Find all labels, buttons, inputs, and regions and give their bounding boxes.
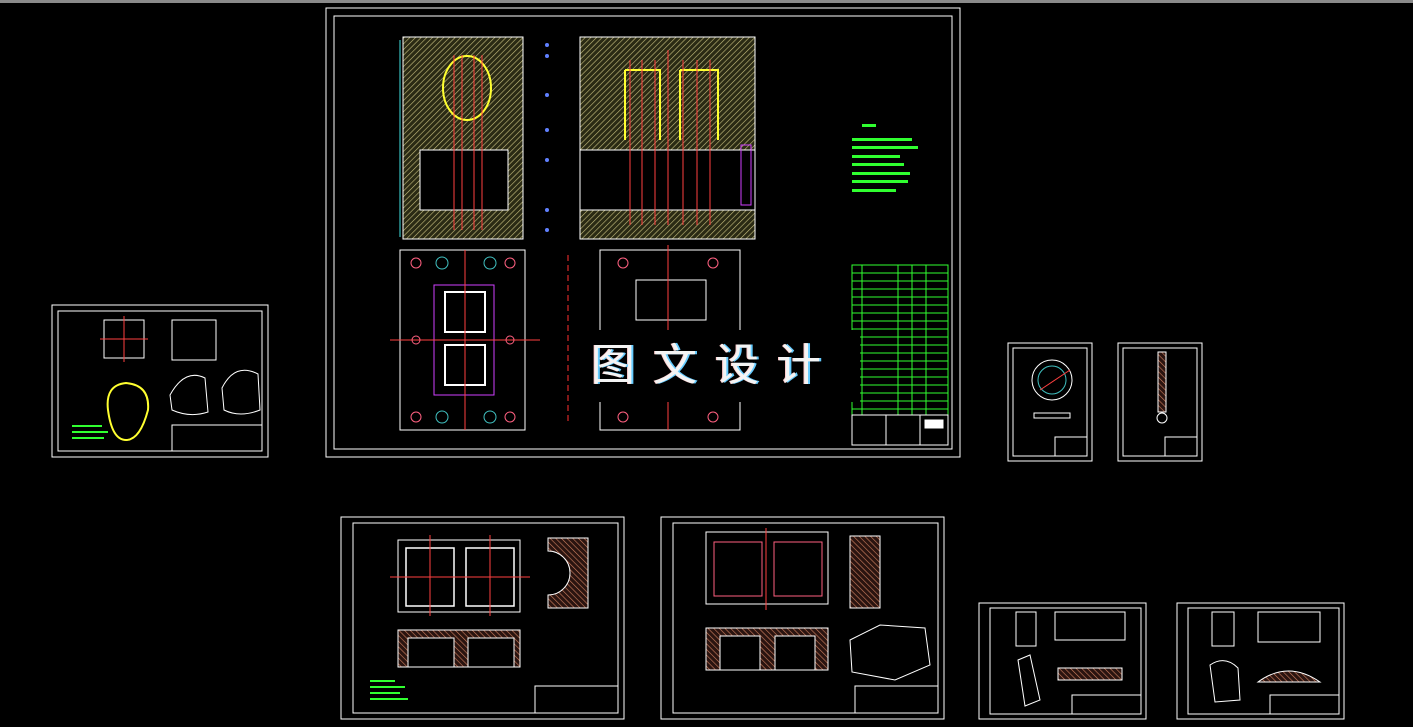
sheet-slider-part-2[interactable] (1176, 602, 1345, 720)
sheet-part-drawing-1[interactable] (51, 304, 269, 458)
sheet-core-plate[interactable] (660, 516, 945, 720)
sheet-part-drawing-3[interactable] (1117, 342, 1203, 462)
bill-of-materials (851, 264, 949, 416)
section-view-right (579, 36, 756, 240)
watermark-text: 图文设计 (570, 330, 860, 402)
sheet-cavity-plate[interactable] (340, 516, 625, 720)
technical-notes (852, 124, 918, 192)
window-top-bar (0, 0, 1413, 3)
title-block (851, 414, 949, 446)
section-view-left (399, 36, 549, 240)
sheet-slider-part-1[interactable] (978, 602, 1147, 720)
plan-view-left (390, 249, 540, 431)
sheet-assembly-drawing[interactable] (325, 7, 961, 458)
sheet-part-drawing-2[interactable] (1007, 342, 1093, 462)
